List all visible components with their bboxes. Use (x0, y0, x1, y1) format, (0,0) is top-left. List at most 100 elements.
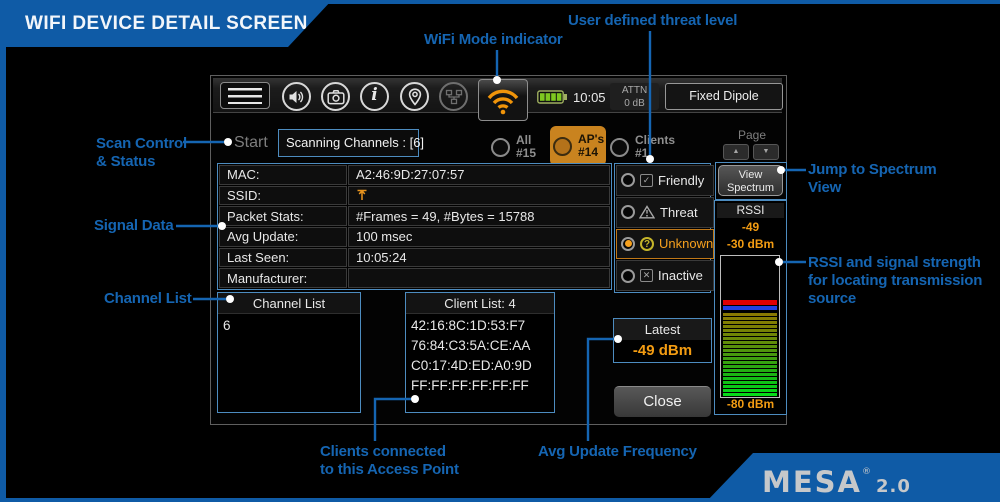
location-icon (408, 87, 421, 106)
network-button[interactable] (439, 82, 468, 111)
rssi-meter (720, 255, 780, 398)
annotation-rssi: RSSI and signal strength for locating tr… (808, 254, 983, 307)
annotation-avg-update: Avg Update Frequency (538, 443, 697, 460)
frame-top (0, 0, 1000, 4)
signal-label: Packet Stats: (219, 206, 347, 226)
brand-logo: MESA®2.0 (762, 465, 911, 499)
table-row: Avg Update: 100 msec (219, 226, 610, 247)
table-row: MAC: A2:46:9D:27:07:57 (219, 165, 610, 185)
radio-icon (621, 236, 635, 251)
threat-option-unknown[interactable]: ? Unknown (616, 228, 715, 260)
toolbar: i (213, 78, 783, 121)
check-square-icon: ✓ (640, 173, 653, 187)
list-item: 76:84:C3:5A:CE:AA (411, 338, 531, 353)
chevron-down-icon: ▼ (762, 148, 770, 155)
radio-icon (621, 205, 635, 220)
channel-list-header: Channel List (218, 293, 360, 314)
annotation-threat-level: User defined threat level (568, 12, 738, 29)
rssi-marker-bar (723, 306, 777, 310)
speaker-button[interactable] (282, 82, 311, 111)
battery-indicator (537, 89, 568, 110)
latest-reading-box: Latest -49 dBm (613, 318, 712, 363)
view-spectrum-button[interactable]: View Spectrum (718, 165, 783, 196)
frame-left (0, 0, 6, 502)
list-item: C0:17:4D:ED:A0:9D (411, 358, 532, 373)
rssi-panel: RSSI -49 -30 dBm -80 dBm (714, 200, 787, 415)
latest-value: -49 dBm (632, 342, 693, 359)
table-row: Packet Stats: #Frames = 49, #Bytes = 157… (219, 206, 610, 226)
list-item: 42:16:8C:1D:53:F7 (411, 318, 526, 333)
rssi-top-label: -30 dBm (726, 237, 775, 251)
attenuation-button[interactable]: ATTN 0 dB (610, 83, 659, 110)
signal-label: Last Seen: (219, 247, 347, 268)
channel-list-panel: Channel List 6 (217, 292, 361, 413)
radio-icon (610, 137, 629, 157)
rssi-header: RSSI (717, 203, 784, 218)
info-icon: i (371, 85, 378, 105)
signal-label: SSID: (219, 185, 347, 206)
table-row: SSID: (219, 185, 610, 206)
radio-icon (553, 136, 572, 156)
signal-label: Manufacturer: (219, 268, 347, 288)
device-screen: i (210, 75, 787, 425)
page-up-button[interactable]: ▲ (723, 144, 749, 160)
client-list-panel: Client List: 4 42:16:8C:1D:53:F7 76:84:C… (405, 292, 555, 413)
wifi-mode-button[interactable] (478, 79, 528, 121)
radio-icon (491, 137, 510, 157)
annotation-jump-spectrum: Jump to Spectrum View (808, 161, 937, 196)
antenna-select-button[interactable]: Fixed Dipole (665, 83, 783, 110)
logo-banner: MESA®2.0 (706, 453, 1000, 502)
warning-triangle-icon (639, 205, 655, 219)
signal-value (348, 268, 610, 288)
table-row: Manufacturer: (219, 268, 610, 288)
threat-option-friendly[interactable]: ✓ Friendly (616, 165, 715, 196)
radio-icon (621, 173, 635, 188)
camera-button[interactable] (321, 82, 350, 111)
annotation-wifi-mode: WiFi Mode indicator (424, 31, 563, 48)
page-title: WIFI DEVICE DETAIL SCREEN (25, 12, 308, 34)
page-label: Page (737, 128, 767, 142)
channel-list-body[interactable]: 6 (218, 314, 360, 338)
threat-option-inactive[interactable]: ✕ Inactive (616, 260, 715, 291)
latest-label: Latest (614, 319, 711, 340)
signal-value: #Frames = 49, #Bytes = 15788 (348, 206, 610, 226)
view-spectrum-callout: View Spectrum (715, 162, 787, 200)
signal-label: MAC: (219, 165, 347, 185)
page-down-button[interactable]: ▼ (753, 144, 779, 160)
annotation-channel-list: Channel List (104, 290, 192, 307)
wifi-icon (487, 89, 519, 114)
start-button[interactable]: Start (234, 134, 268, 151)
annotation-scan-control: Scan Control & Status (96, 135, 187, 170)
signal-data-table: MAC: A2:46:9D:27:07:57 SSID: Packet Stat… (217, 163, 612, 290)
speaker-icon (289, 90, 303, 103)
signal-value (348, 185, 610, 206)
rssi-bars (723, 313, 777, 397)
client-list-body[interactable]: 42:16:8C:1D:53:F7 76:84:C3:5A:CE:AA C0:1… (406, 314, 554, 398)
rssi-value: -49 (741, 220, 760, 234)
list-item: FF:FF:FF:FF:FF:FF (411, 378, 529, 393)
chevron-up-icon: ▲ (732, 148, 740, 155)
frame-bottom (0, 498, 1000, 502)
rssi-peak-bar (723, 300, 777, 305)
filter-all[interactable]: All #15 (491, 128, 546, 166)
menu-icon (228, 88, 262, 104)
location-button[interactable] (400, 82, 429, 111)
list-item: 6 (223, 318, 231, 333)
info-button[interactable]: i (360, 82, 389, 111)
camera-icon (326, 89, 345, 104)
battery-icon (537, 90, 567, 104)
signal-value: 100 msec (348, 226, 610, 247)
rssi-bottom-label: -80 dBm (726, 397, 775, 411)
clock: 10:05 (573, 90, 606, 105)
filter-aps[interactable]: AP's #14 (550, 126, 606, 166)
threat-level-panel: ✓ Friendly Threat ? Unknown ✕ In (614, 163, 715, 293)
close-button[interactable]: Close (614, 386, 711, 417)
client-list-header: Client List: 4 (406, 293, 554, 314)
title-banner: WIFI DEVICE DETAIL SCREEN (0, 0, 332, 47)
menu-button[interactable] (220, 82, 270, 109)
table-row: Last Seen: 10:05:24 (219, 247, 610, 268)
filter-clients[interactable]: Clients #1 (610, 128, 675, 166)
question-circle-icon: ? (640, 236, 654, 251)
threat-option-threat[interactable]: Threat (616, 196, 715, 228)
